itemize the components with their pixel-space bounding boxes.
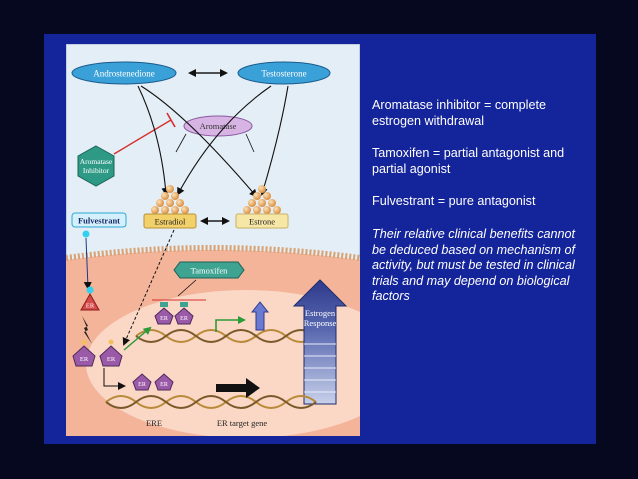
bullet-fulvestrant: Fulvestrant = pure antagonist [372,194,536,209]
er-lower-left-label: ER [138,382,146,388]
aromatase-node [183,115,253,137]
er-degraded-label: ER [86,303,95,310]
fulvestrant-bound-molecule [86,286,94,294]
tamoxifen-label: Tamoxifen [191,266,228,276]
er-to-upper-dna-arrow [123,326,152,351]
cell-membrane [66,245,360,261]
aromatase-to-estrogens-right [245,133,255,153]
fulvestrant-node [71,212,127,228]
fulvestrant-label: Fulvestrant [78,216,120,226]
estrone-label: Estrone [249,217,275,227]
clinical-benefit-note: Their relative clinical benefits cannot … [372,226,576,304]
androstenedione-label: Androstenedione [93,69,154,79]
estrogen-pathway-diagram: Androstenedione Testosterone Aromatase A… [66,44,360,436]
estradiol-entry-line [122,229,175,346]
tamoxifen-bound-left [160,302,168,307]
estrone-molecule-stack [243,185,281,214]
conversion-arrow-a-to-estradiol [137,85,170,196]
er-target-gene-label: ER target gene [217,418,268,428]
partial-response-arrow [250,301,270,331]
inhibition-bar [166,112,176,128]
tamoxifen-bound-right [180,302,188,307]
conversion-arrow-t-to-estradiol [177,85,272,196]
er-degraded-node [80,292,100,311]
aromatase-inhibitor-label-2: Inhibitor [83,166,110,175]
aromatase-to-estrogens-left [175,133,187,153]
fulvestrant-entry-arrow [83,237,92,290]
er-lower-left [132,373,152,391]
er-lower-right-label: ER [160,382,168,388]
inhibition-line [113,119,172,155]
text-panel: Aromatase inhibitor = complete estrogen … [372,98,590,322]
bullet-tamoxifen: Tamoxifen = partial antagonist and parti… [372,146,565,176]
er-ligand-right [108,339,114,345]
er-upper-left-label: ER [160,316,168,322]
er-lower-right [154,373,174,391]
er-ligand-left [81,339,87,345]
testosterone-node [237,61,331,85]
tamoxifen-node [173,261,245,279]
aromatase-inhibitor-label-1: Aromatase [80,157,113,166]
bullet-aromatase-inhibitor: Aromatase inhibitor = complete estrogen … [372,98,546,128]
ere-label: ERE [146,418,162,428]
androstenedione-node [71,61,177,85]
estradiol-node [143,213,197,229]
er-upper-left [154,307,174,325]
conversion-arrow-a-to-estrone [140,85,258,198]
aromatase-label: Aromatase [200,121,237,131]
partial-transcription-arrow [215,316,246,332]
aromatase-inhibitor-node [77,145,115,187]
er-dimer-right [99,345,123,367]
estradiol-label: Estradiol [155,217,186,227]
er-dimer-left [72,345,96,367]
estrogen-response-label-2: Response [304,318,337,328]
er-dimer-right-label: ER [107,356,116,363]
estradiol-molecule-stack [151,185,189,214]
fulvestrant-molecule [82,230,90,238]
testosterone-label: Testosterone [261,69,306,79]
estrogen-response-label-1: Estrogen [305,308,336,318]
tamoxifen-arrow [177,279,197,297]
estrogen-response-arrow [292,279,348,405]
estrone-node [235,213,289,229]
transcription-arrow [216,378,260,398]
er-to-lower-dna-connector [103,368,126,390]
conversion-arrow-t-to-estrone [259,85,289,196]
er-upper-right [174,307,194,325]
degradation-lightning-icon [82,316,92,344]
dna-helix-upper [135,329,317,343]
dna-helix-lower [105,395,317,409]
er-dimer-left-label: ER [80,356,89,363]
er-upper-right-label: ER [180,316,188,322]
